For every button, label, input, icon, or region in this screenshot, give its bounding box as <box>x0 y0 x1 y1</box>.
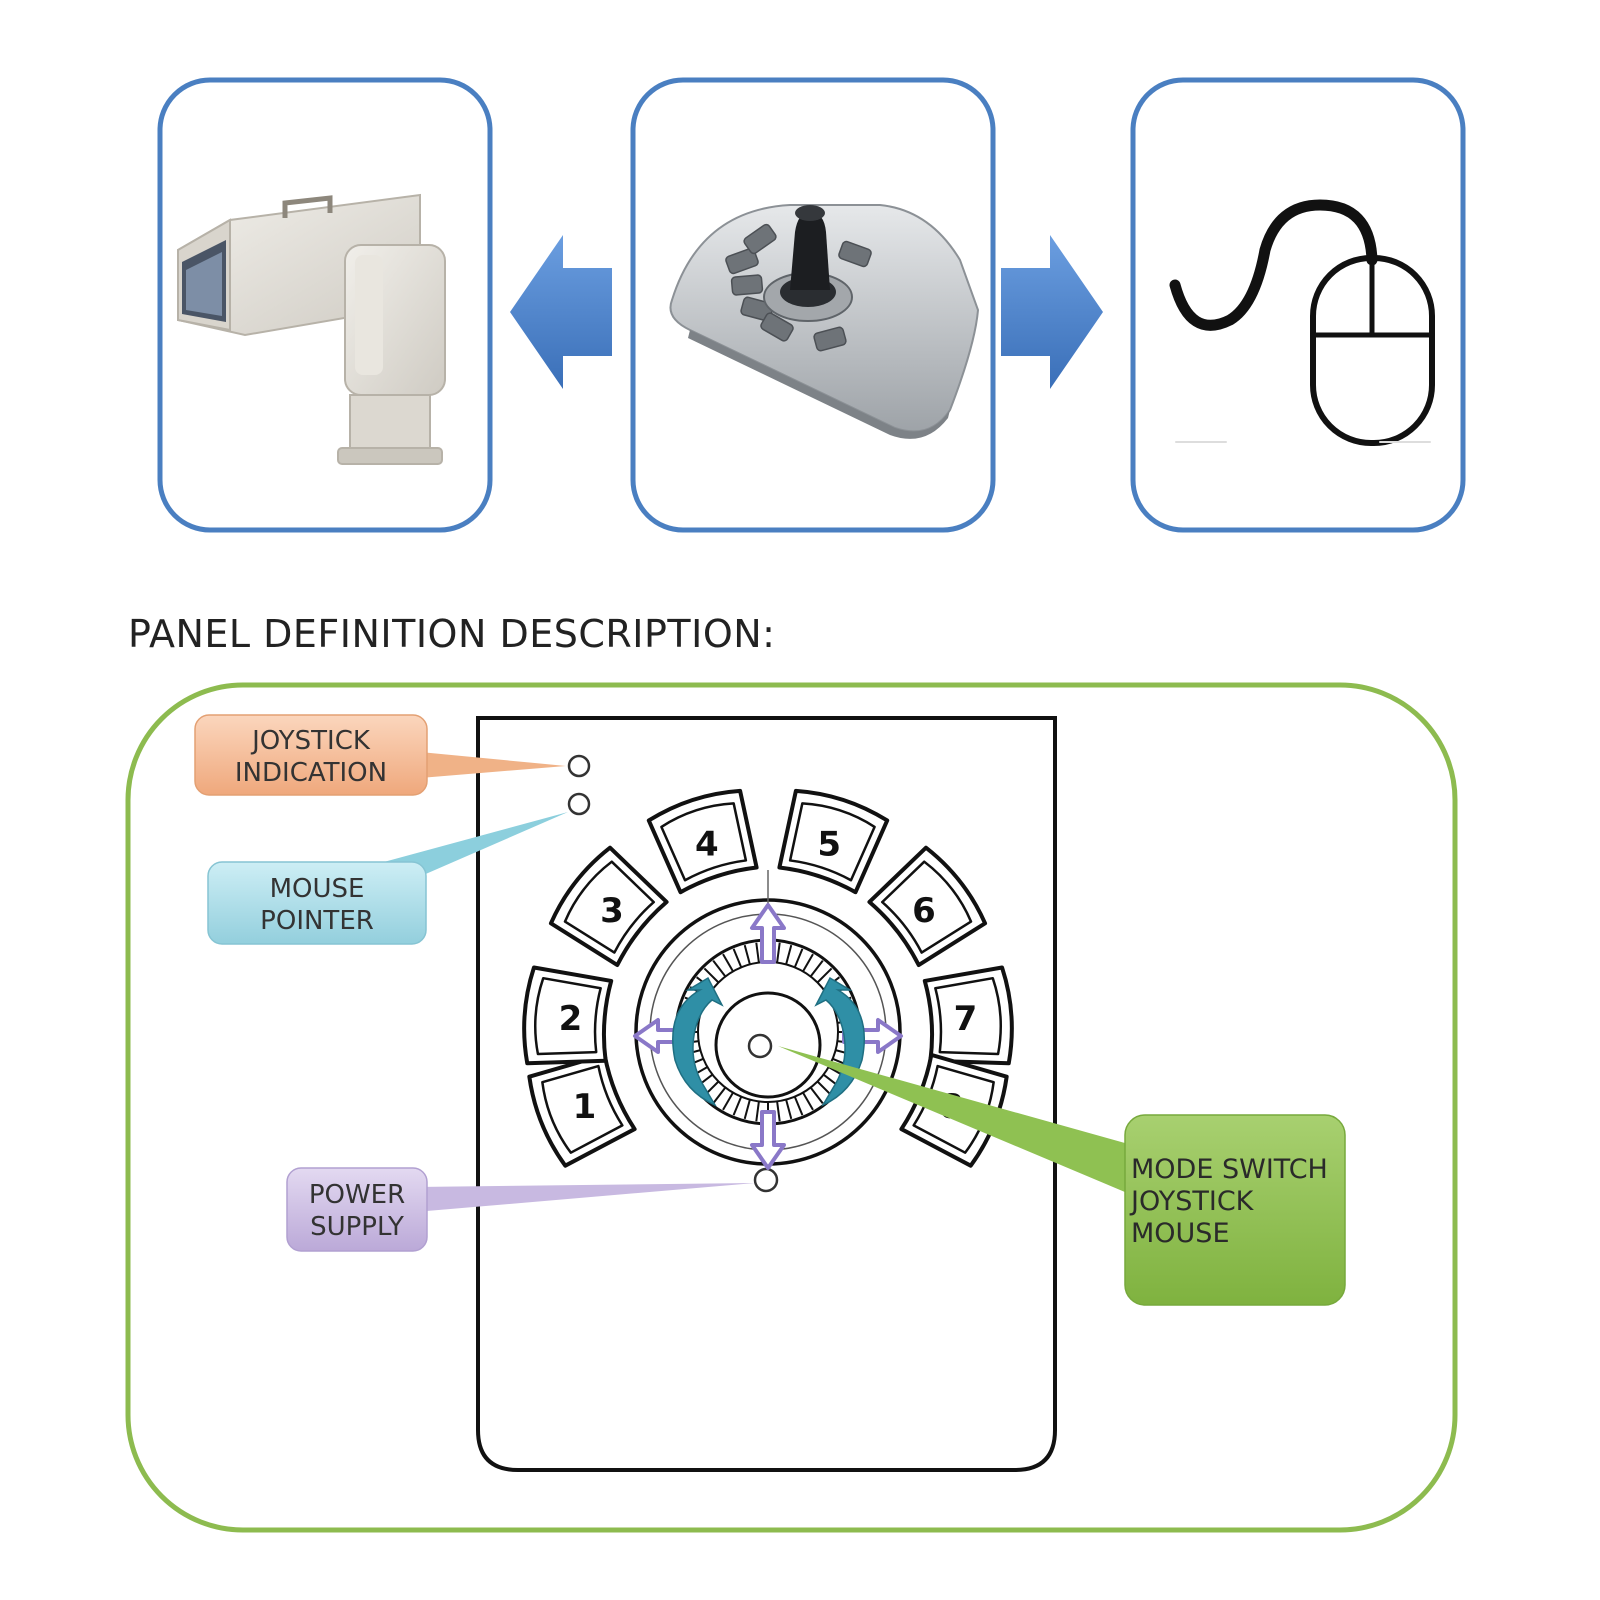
mouse-pointer-line2: POINTER <box>260 906 374 936</box>
mouse-pointer-line1: MOUSE <box>270 874 365 904</box>
mode-switch-line3: MOUSE <box>1131 1218 1230 1249</box>
numbered-button-6[interactable]: 6 <box>865 844 990 971</box>
power-supply-led <box>753 1167 779 1193</box>
joystick-indication-line1: JOYSTICK <box>250 726 371 756</box>
direction-arrows <box>633 903 903 1170</box>
callout-joystick-indication: JOYSTICK INDICATION <box>194 714 566 796</box>
button-label-6: 6 <box>912 891 936 931</box>
arrow-down-icon <box>750 1110 786 1170</box>
controller-frame <box>630 77 996 533</box>
ptz-camera-icon <box>177 193 446 465</box>
mouse-pointer-led <box>567 792 591 816</box>
numbered-button-1[interactable]: 1 <box>524 1047 638 1168</box>
callout-power-supply: POWER SUPPLY <box>286 1167 755 1252</box>
rotate-left-icon <box>672 976 724 1107</box>
numbered-button-7[interactable]: 7 <box>922 965 1014 1069</box>
numbered-button-4[interactable]: 4 <box>646 785 764 895</box>
callout-mode-switch: MODE SWITCH JOYSTICK MOUSE <box>778 1046 1346 1306</box>
callout-mouse-pointer: MOUSE POINTER <box>207 812 568 945</box>
mode-switch-button[interactable] <box>747 1033 773 1059</box>
power-supply-line2: SUPPLY <box>310 1212 404 1242</box>
power-supply-line1: POWER <box>309 1180 405 1210</box>
left-arrow-icon <box>510 235 612 389</box>
mouse-frame <box>1130 77 1466 533</box>
numbered-button-5[interactable]: 5 <box>772 785 890 895</box>
button-label-7: 7 <box>954 999 978 1039</box>
arrow-up-icon <box>750 903 786 964</box>
joystick-controller-icon <box>669 204 980 439</box>
button-label-3: 3 <box>600 891 624 931</box>
mode-switch-line2: JOYSTICK <box>1129 1186 1255 1217</box>
right-arrow-icon <box>1001 235 1103 389</box>
joystick-indication-line2: INDICATION <box>235 758 387 788</box>
numbered-button-2[interactable]: 2 <box>521 965 614 1069</box>
button-label-5: 5 <box>817 825 841 865</box>
panel-frame <box>125 682 1458 1533</box>
joystick-indication-led <box>567 754 591 778</box>
camera-frame <box>157 77 493 533</box>
button-label-2: 2 <box>559 999 583 1039</box>
button-label-4: 4 <box>695 825 719 865</box>
mode-switch-line1: MODE SWITCH <box>1131 1154 1328 1185</box>
button-label-1: 1 <box>573 1087 597 1127</box>
section-heading: PANEL DEFINITION DESCRIPTION: <box>128 612 776 656</box>
numbered-button-3[interactable]: 3 <box>546 844 671 971</box>
mouse-icon <box>1169 199 1435 446</box>
